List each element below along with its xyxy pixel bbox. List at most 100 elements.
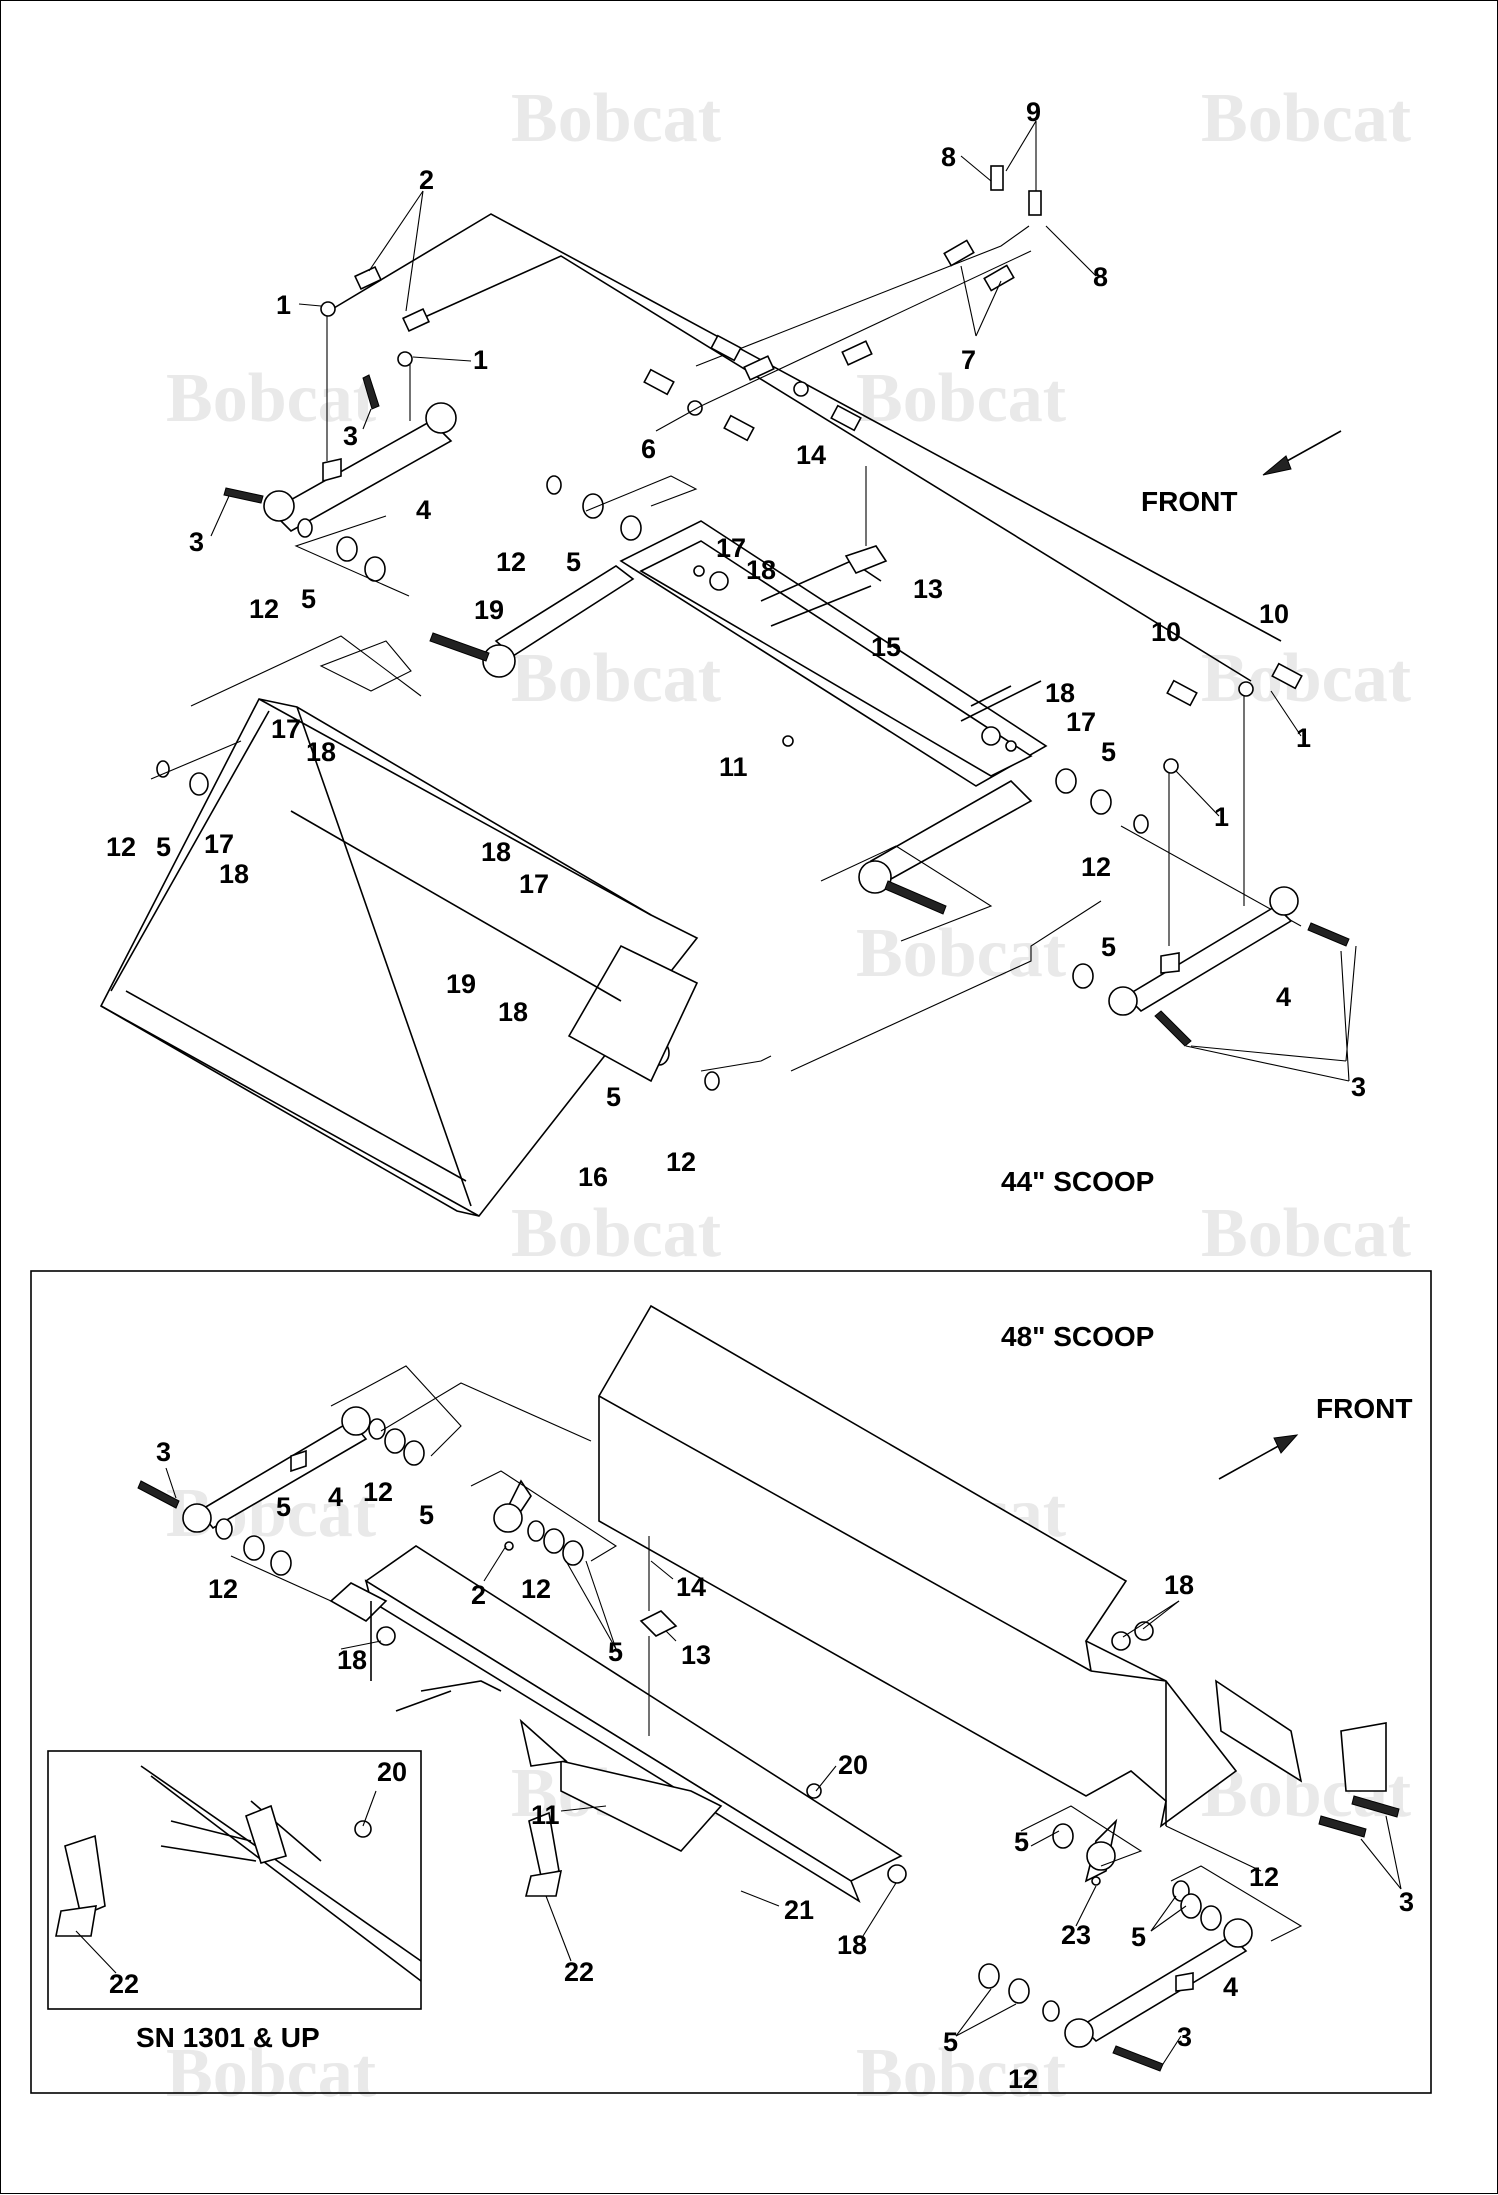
diagram-stroke: [1142, 1600, 1180, 1630]
diagram-stroke: [519, 1718, 568, 1767]
watermark: Bobcat: [1201, 640, 1411, 717]
bottom-assembly: 48" SCOOP FRONT: [47, 1304, 1414, 2094]
watermark: Bobcat: [166, 360, 376, 437]
callout: 22: [564, 1957, 594, 1987]
callout: 9: [1026, 97, 1041, 127]
diagram-stroke: [1180, 1893, 1202, 1919]
callout: 2: [471, 1580, 486, 1610]
diagram-stroke: [395, 1690, 452, 1712]
fitting: [1028, 190, 1042, 216]
callout: 7: [961, 345, 976, 375]
callout: 8: [1093, 262, 1108, 292]
hose-line: [700, 250, 1032, 407]
diagram-stroke: [483, 1545, 507, 1582]
bolt: [1154, 1010, 1192, 1047]
loader-frame: [329, 1479, 1118, 1903]
diagram-stroke: [125, 990, 467, 1182]
callout: 22: [109, 1969, 139, 1999]
diagram-stroke: [170, 1820, 252, 1842]
diagram-stroke: [1133, 814, 1149, 834]
diagram-stroke: [297, 518, 313, 538]
fitting: [643, 368, 675, 396]
diagram-stroke: [504, 1541, 514, 1551]
diagram-stroke: [1122, 1600, 1180, 1638]
diagram-stroke: [815, 1765, 837, 1792]
diagram-stroke: [770, 585, 872, 627]
watermark: Bobcat: [856, 360, 1066, 437]
diagram-stroke: [1090, 789, 1112, 815]
callout: 6: [641, 434, 656, 464]
diagram-stroke: [55, 1905, 97, 1937]
callout: 18: [219, 859, 249, 889]
pivot-bracket: [639, 1610, 678, 1637]
diagram-stroke: [150, 740, 242, 780]
callout: 2: [419, 165, 434, 195]
diagram-stroke: [1385, 1815, 1402, 1890]
watermark: Bobcat: [856, 915, 1066, 992]
diagram-stroke: [639, 540, 1033, 777]
diagram-stroke: [64, 1834, 106, 1918]
loader-frame: [482, 520, 1048, 894]
diagram-stroke: [545, 1895, 572, 1962]
diagram-stroke: [704, 1071, 720, 1091]
callout: 14: [796, 440, 826, 470]
hose-line: [328, 213, 1282, 642]
callout: 12: [496, 547, 526, 577]
callout: 18: [837, 1930, 867, 1960]
diagram-stroke: [1175, 1972, 1194, 1992]
diagram-stroke: [975, 280, 1002, 337]
bolt: [884, 880, 947, 915]
diagram-stroke: [75, 1930, 117, 1974]
callout: 5: [156, 832, 171, 862]
diagram-stroke: [160, 1845, 257, 1862]
diagram-stroke: [482, 644, 516, 678]
diagram-stroke: [1345, 945, 1357, 1062]
diagram-stroke: [368, 190, 424, 272]
diagram-stroke: [294, 515, 410, 597]
diagram-stroke: [970, 685, 1012, 707]
diagram-stroke: [527, 1520, 545, 1542]
callout: 14: [676, 1572, 706, 1602]
fitting: [402, 307, 430, 333]
diagram-stroke: [1090, 1670, 1167, 1682]
hose-line: [695, 225, 1030, 367]
diagram-stroke: [524, 1870, 563, 1897]
inset-label: SN 1301 & UP: [136, 2022, 320, 2053]
callout: 4: [416, 495, 431, 525]
diagram-stroke: [319, 640, 412, 692]
callout: 15: [871, 632, 901, 662]
diagram-stroke: [290, 810, 622, 1002]
diagram-stroke: [1269, 886, 1299, 916]
diagram-stroke: [290, 1449, 307, 1473]
diagram-stroke: [1111, 1631, 1131, 1651]
callout: 13: [681, 1640, 711, 1670]
bottom-callouts: 2 3 3 3 4 4 5 5 5 5 5 5 11 12 12 12 12 1…: [109, 1437, 1414, 2094]
callout: 3: [343, 421, 358, 451]
watermark: Bobcat: [511, 640, 721, 717]
diagram-stroke: [560, 1759, 723, 1852]
diagram-stroke: [110, 710, 270, 992]
diagram-stroke: [693, 565, 705, 577]
callout: 18: [1164, 1570, 1194, 1600]
diagram-stroke: [1162, 2035, 1182, 2065]
bolt: [1112, 2045, 1164, 2072]
callout: 17: [519, 869, 549, 899]
bolt: [429, 632, 490, 662]
callout: 5: [301, 584, 316, 614]
callout: 12: [106, 832, 136, 862]
callout: 1: [276, 290, 291, 320]
fitting: [1166, 679, 1198, 707]
diagram-stroke: [960, 265, 977, 337]
hydraulic-cylinder: [263, 402, 457, 532]
bolt: [137, 1480, 180, 1509]
diagram-stroke: [1185, 1045, 1350, 1082]
bolt: [223, 487, 264, 504]
scoop-bucket: [598, 1304, 1387, 1828]
diagram-stroke: [1045, 225, 1097, 277]
diagram-stroke: [782, 735, 794, 747]
diagram-stroke: [1340, 950, 1350, 1082]
diagram-stroke: [341, 1406, 371, 1436]
diagram-stroke: [1165, 1825, 1262, 1872]
diagram-stroke: [820, 845, 993, 942]
